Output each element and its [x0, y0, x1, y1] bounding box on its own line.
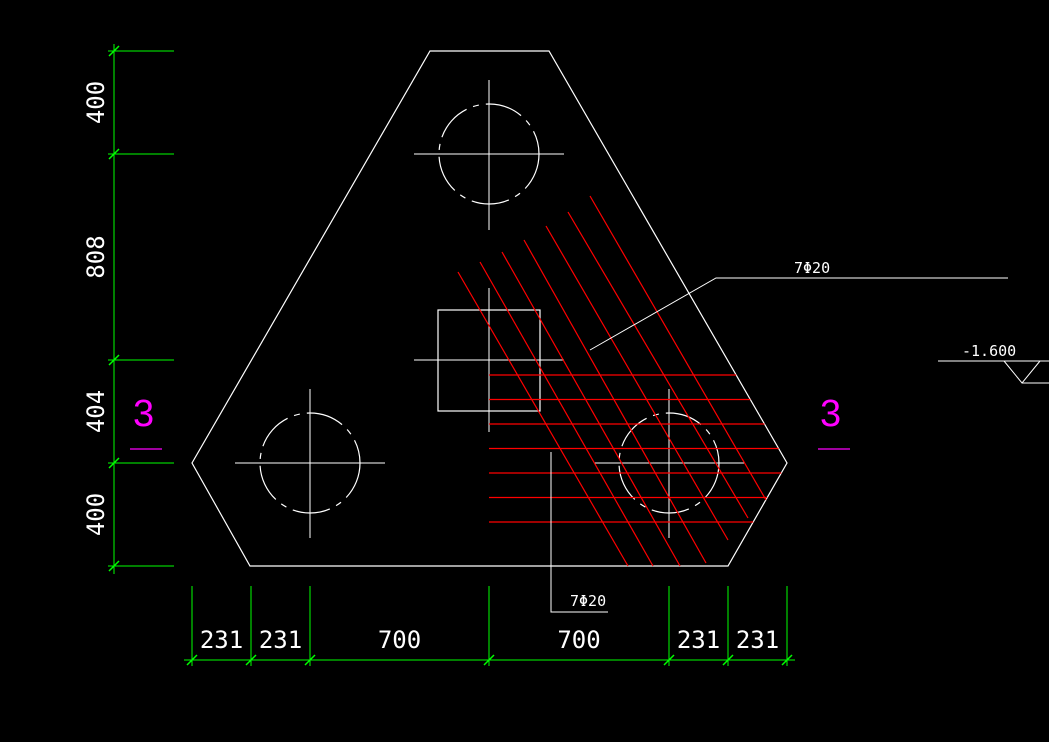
rebar-diagonal-bar	[523, 239, 707, 564]
rebar-horizontal-label: 7Φ20	[570, 592, 606, 610]
dim-v-1: 400	[82, 81, 110, 124]
dim-v-4: 400	[82, 493, 110, 536]
dim-v-2: 808	[82, 235, 110, 278]
pile-bottom-right	[594, 389, 744, 538]
rebar-diagonal-label: 7Φ20	[794, 259, 830, 277]
rebar-diagonal-bar	[545, 225, 729, 541]
elevation-marker	[938, 360, 1049, 384]
dim-h-1: 231	[200, 626, 243, 654]
elevation-label: -1.600	[962, 342, 1016, 360]
dim-h-3: 700	[378, 626, 421, 654]
rebar-diagonal-bar	[457, 271, 629, 567]
pile-bottom-left	[235, 389, 385, 538]
rebar-diagonal-bar	[479, 261, 654, 567]
section-mark-left: 3	[133, 393, 154, 435]
rebar-diagonal-bar	[589, 195, 767, 501]
pile-cap-outline	[191, 50, 788, 567]
rebar-diagonal-leader	[589, 277, 1008, 351]
rebar-diagonal-bar	[501, 251, 681, 567]
pile-top	[414, 80, 564, 230]
dim-h-6: 231	[736, 626, 779, 654]
dim-h-4: 700	[557, 626, 600, 654]
dim-h-2: 231	[259, 626, 302, 654]
horizontal-dimension-chain	[184, 586, 795, 666]
rebar-horizontal-set	[489, 374, 782, 523]
rebar-diagonal-set	[457, 195, 767, 567]
section-mark-right: 3	[820, 393, 841, 435]
dim-v-3: 404	[82, 390, 110, 433]
vertical-dimension-chain	[108, 44, 174, 574]
rebar-diagonal-bar	[567, 211, 749, 519]
rebar-horizontal-leader	[550, 452, 608, 613]
dim-h-5: 231	[677, 626, 720, 654]
